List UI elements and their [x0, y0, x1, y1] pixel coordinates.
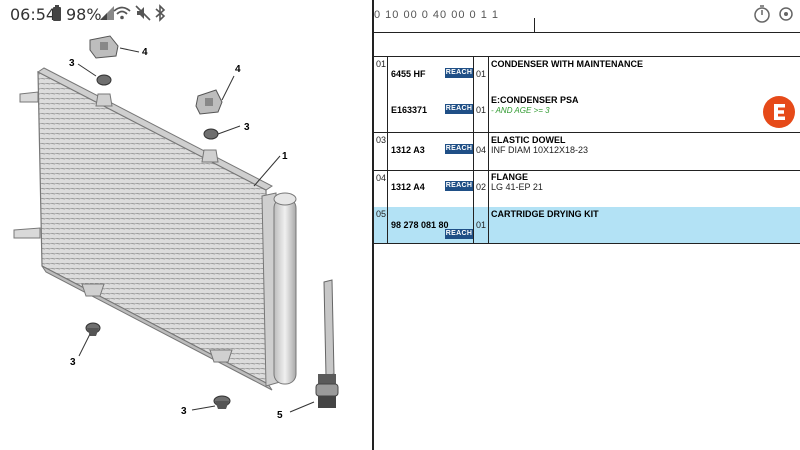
callout-1: 1 — [282, 151, 288, 162]
status-bar: 06:54 98% — [0, 0, 800, 28]
part-title: FLANGE — [491, 172, 528, 182]
callout-4-mid: 4 — [235, 64, 241, 75]
battery-percent: 98% — [66, 5, 102, 24]
drying-cartridge — [315, 279, 339, 408]
lower-mount-left — [81, 283, 105, 336]
parts-table: 0 10 00 0 40 00 0 1 1 01 6455 HF REACH E… — [374, 0, 800, 450]
part-title-secondary: E:CONDENSER PSA — [491, 95, 579, 105]
part-title: CONDENSER WITH MAINTENANCE — [491, 59, 643, 69]
partial-header-text: 0 10 00 0 40 00 0 1 1 — [374, 9, 499, 21]
callout-4-top: 4 — [142, 47, 148, 58]
reach-badge: REACH — [445, 144, 473, 154]
callout-3-mid: 3 — [244, 122, 250, 133]
condenser-core — [13, 67, 273, 391]
row-number: 03 — [376, 135, 387, 145]
part-ref[interactable]: E163371 — [391, 105, 428, 115]
lower-mount-right — [209, 349, 233, 409]
header-tick — [534, 18, 535, 32]
signal-icon — [100, 6, 114, 20]
upper-mount-right — [195, 89, 223, 163]
part-title: CARTRIDGE DRYING KIT — [491, 209, 599, 219]
part-ref[interactable]: 1312 A4 — [391, 182, 425, 192]
row-number: 05 — [376, 209, 387, 219]
table-row-01[interactable]: 01 6455 HF REACH E163371 REACH 01 01 CON… — [374, 56, 800, 132]
reach-badge: REACH — [445, 68, 473, 78]
part-qty: 01 — [476, 105, 487, 115]
part-ref[interactable]: 1312 A3 — [391, 145, 425, 155]
mute-icon — [135, 5, 151, 21]
settings-icon[interactable] — [776, 4, 796, 24]
timer-icon[interactable] — [752, 4, 772, 24]
bluetooth-icon — [155, 4, 166, 22]
row-number: 01 — [376, 59, 387, 69]
table-row-04[interactable]: 04 1312 A4 REACH 02 FLANGE LG 41-EP 21 — [374, 170, 800, 207]
callout-3-lower-left: 3 — [70, 357, 76, 368]
wifi-icon — [113, 6, 131, 20]
callout-3-lower-right: 3 — [181, 406, 187, 417]
part-description: INF DIAM 10X12X18-23 — [491, 145, 589, 155]
part-qty: 04 — [476, 145, 487, 155]
part-qty: 02 — [476, 182, 487, 192]
part-description: LG 41-EP 21 — [491, 182, 543, 192]
table-row-03[interactable]: 03 1312 A3 REACH 04 ELASTIC DOWEL INF DI… — [374, 132, 800, 170]
callout-3-top: 3 — [69, 58, 75, 69]
reach-badge: REACH — [445, 229, 473, 239]
part-ref[interactable]: 6455 HF — [391, 69, 426, 79]
condition-note: - AND AGE >= 3 — [491, 106, 550, 115]
row-number: 04 — [376, 173, 387, 183]
callout-5: 5 — [277, 410, 283, 421]
part-ref[interactable]: 98 278 081 80 — [391, 220, 449, 230]
table-row-05[interactable]: 05 98 278 081 80 REACH 01 CARTRIDGE DRYI… — [374, 207, 800, 243]
parts-diagram: 4 3 4 3 1 3 3 5 — [13, 35, 339, 421]
battery-icon — [53, 5, 61, 21]
reach-badge: REACH — [445, 104, 473, 114]
part-qty: 01 — [476, 220, 487, 230]
upper-mount-left — [89, 35, 119, 107]
panel-divider — [372, 0, 374, 450]
status-time: 06:54 — [10, 5, 57, 24]
part-title: ELASTIC DOWEL — [491, 135, 566, 145]
receiver-tank — [261, 192, 297, 387]
leader-lines — [77, 47, 315, 413]
part-qty: 01 — [476, 69, 487, 79]
table-header-partial: 0 10 00 0 40 00 0 1 1 — [374, 9, 800, 32]
brand-e-logo-icon[interactable] — [763, 96, 795, 128]
reach-badge: REACH — [445, 181, 473, 191]
